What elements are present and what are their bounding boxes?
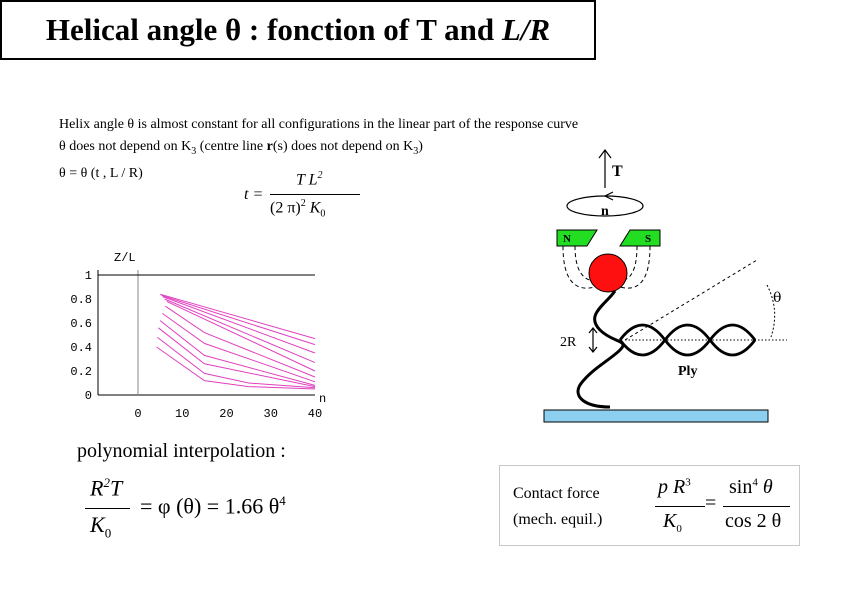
interp-formula: R2T K0 = φ (θ) = 1.66 θ4 xyxy=(85,475,345,545)
x-axis-label: n xyxy=(319,392,326,406)
y-tick-label: 0 xyxy=(85,389,92,403)
y-tick-label: 0.4 xyxy=(70,341,92,355)
x-tick-label: 10 xyxy=(175,407,189,421)
y-tick-label: 1 xyxy=(85,269,92,283)
t-formula-fraction-bar xyxy=(270,194,360,195)
theta-label: θ xyxy=(773,290,781,306)
contact-equals: = xyxy=(705,492,717,514)
text-line-2: θ does not depend on K3 (centre line r(s… xyxy=(59,139,423,157)
magnet-south xyxy=(619,229,661,247)
contact-force-label: Contact force xyxy=(513,485,600,502)
interp-label: polynomial interpolation : xyxy=(77,440,286,462)
magnet-north xyxy=(556,229,598,247)
rotation-n-label: n xyxy=(601,204,609,219)
text-line-1: Helix angle θ is almost constant for all… xyxy=(59,117,579,132)
y-tick-label: 0.6 xyxy=(70,317,92,331)
title-box: Helical angle θ : fonction of T and L/R xyxy=(0,0,596,60)
torque-arrowhead xyxy=(598,149,612,159)
interp-lhs-denominator: K0 xyxy=(90,512,112,541)
chart-series-line xyxy=(158,327,316,388)
magnet-north-label: N xyxy=(563,233,571,245)
plectoneme xyxy=(618,323,757,357)
helix-direction-line xyxy=(624,259,758,341)
ply-diagram: T n N S θ 2R Ply xyxy=(543,149,787,423)
magnet-south-label: S xyxy=(645,233,651,245)
x-tick-label: 40 xyxy=(308,407,322,421)
chart-series-line xyxy=(164,298,316,364)
y-tick-label: 0.2 xyxy=(70,365,92,379)
torque-label: T xyxy=(612,163,623,180)
contact-denominator: K0 xyxy=(663,510,682,535)
contact-rhs-numerator: sin4 θ xyxy=(729,476,773,498)
t-formula-lhs: t = xyxy=(244,186,264,203)
contact-rhs-fraction-bar xyxy=(723,506,790,507)
rotation-arrowhead xyxy=(603,191,614,201)
t-formula-numerator: T L2 xyxy=(296,170,323,189)
chart-series-line xyxy=(156,346,316,390)
chart-series-line xyxy=(162,296,316,354)
ply-label: Ply xyxy=(678,364,697,379)
interp-fraction-bar xyxy=(85,508,130,509)
twoR-label: 2R xyxy=(560,335,577,350)
chart-series-line xyxy=(157,337,316,389)
interp-lhs-numerator: R2T xyxy=(90,475,123,501)
chart-lines xyxy=(156,293,316,390)
magnetic-bead xyxy=(588,253,628,293)
chart-series-line xyxy=(162,312,316,383)
dna-strand xyxy=(576,290,625,409)
contact-force-box: Contact force (mech. equil.) p R3 K0 = s… xyxy=(499,465,800,546)
text-line-3: θ = θ (t , L / R) xyxy=(59,166,143,181)
twoR-arrowhead-bottom xyxy=(588,346,598,353)
contact-numerator: p R3 xyxy=(658,476,691,498)
chart-series-line xyxy=(161,294,316,346)
contact-force-sublabel: (mech. equil.) xyxy=(513,511,603,528)
x-tick-label: 30 xyxy=(264,407,278,421)
y-axis-label: Z/L xyxy=(114,251,136,265)
x-tick-label: 0 xyxy=(134,407,141,421)
chart-series-line xyxy=(159,293,316,340)
y-tick-label: 0.8 xyxy=(70,293,92,307)
chart-series-line xyxy=(166,300,316,372)
field-lines xyxy=(562,245,651,289)
interp-rhs: = φ (θ) = 1.66 θ4 xyxy=(140,493,286,519)
contact-fraction-bar xyxy=(655,506,705,507)
chart-series-line xyxy=(159,320,316,386)
page-title: Helical angle θ : fonction of T and L/R xyxy=(45,12,551,47)
theta-arc xyxy=(766,284,776,338)
t-formula-denominator: (2 π)2 K0 xyxy=(270,198,326,220)
surface xyxy=(543,409,769,423)
t-formula: t = T L2 (2 π)2 K0 xyxy=(244,170,374,230)
chart-series-line xyxy=(165,305,316,378)
twoR-arrowhead-top xyxy=(588,327,598,334)
x-tick-label: 20 xyxy=(219,407,233,421)
contact-rhs-denominator: cos 2 θ xyxy=(725,510,782,532)
